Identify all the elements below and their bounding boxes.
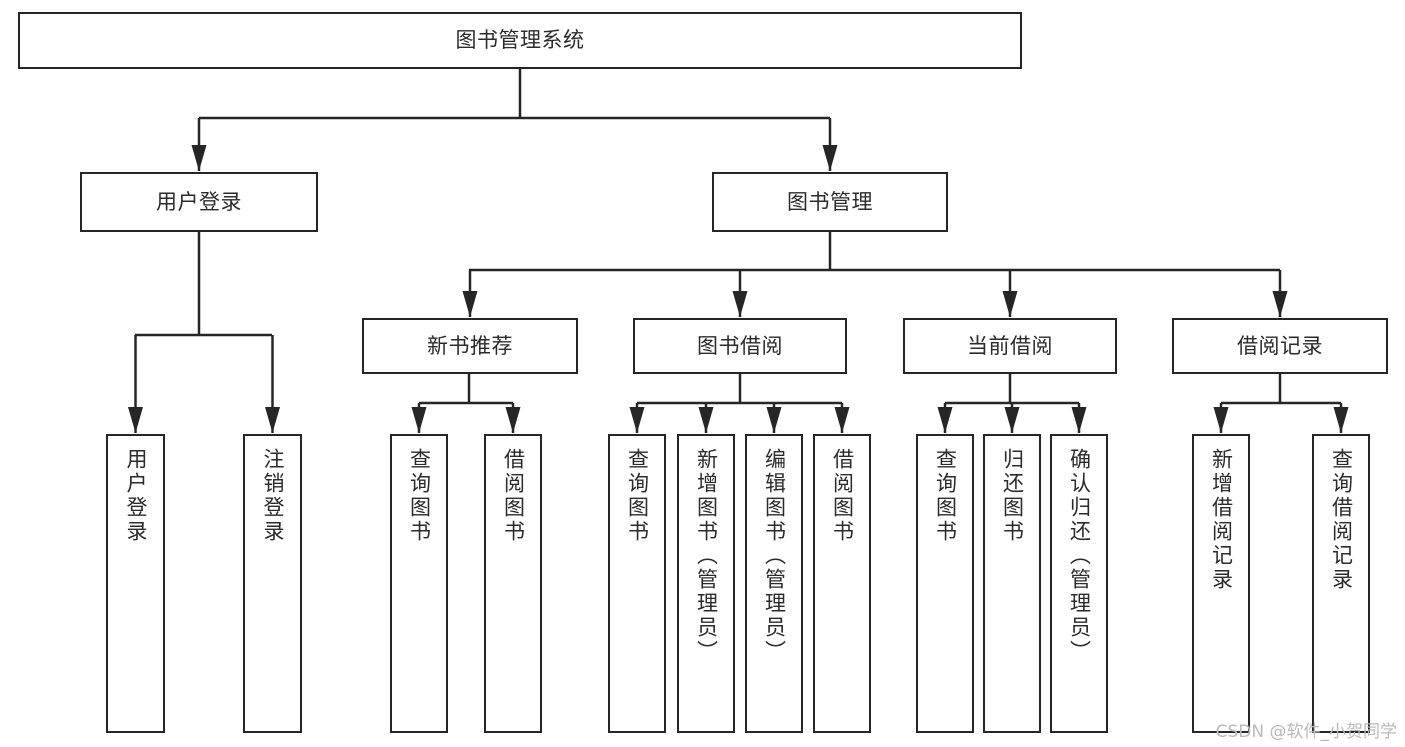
node-leaf-user-logout[interactable]: 注销登录 [243, 434, 302, 733]
node-label: 查询借阅记录 [1329, 448, 1354, 592]
node-label: 图书管理 [787, 189, 873, 214]
connector-arrowhead [766, 407, 782, 433]
node-label: 用户登录 [156, 189, 242, 214]
node-label: 当前借阅 [967, 333, 1053, 358]
node-label: 注销登录 [261, 448, 285, 544]
node-label: 确认归还（管理员） [1067, 448, 1092, 664]
node-current-borrow[interactable]: 当前借阅 [903, 318, 1117, 374]
node-leaf-query-book-borrow[interactable]: 查询图书 [608, 434, 666, 733]
connector-arrowhead [629, 407, 645, 433]
node-book-borrow[interactable]: 图书借阅 [633, 318, 847, 374]
node-leaf-edit-book-admin[interactable]: 编辑图书（管理员） [745, 434, 803, 733]
connector-arrowhead [1004, 407, 1020, 433]
connector-arrowhead [191, 145, 207, 171]
node-label: 借阅记录 [1237, 333, 1323, 358]
node-leaf-add-book-admin[interactable]: 新增图书（管理员） [677, 434, 735, 733]
node-leaf-add-borrow-record[interactable]: 新增借阅记录 [1192, 434, 1250, 733]
node-leaf-user-login[interactable]: 用户登录 [106, 434, 165, 733]
node-leaf-query-borrow-record[interactable]: 查询借阅记录 [1312, 434, 1370, 733]
node-leaf-query-book-rec[interactable]: 查询图书 [390, 434, 448, 733]
node-label: 图书管理系统 [455, 28, 585, 53]
node-label: 查询图书 [625, 448, 650, 544]
node-root[interactable]: 图书管理系统 [18, 12, 1022, 69]
connector-arrowhead [834, 407, 850, 433]
connector-arrowhead [128, 407, 143, 433]
node-book-manage[interactable]: 图书管理 [712, 172, 948, 232]
connector-arrowhead [411, 407, 427, 433]
node-label: 编辑图书（管理员） [762, 448, 787, 664]
node-leaf-query-book-current[interactable]: 查询图书 [916, 434, 974, 733]
connector-arrowhead [265, 407, 280, 433]
node-leaf-return-book[interactable]: 归还图书 [983, 434, 1041, 733]
connector-arrowhead [1071, 407, 1087, 433]
node-leaf-borrow-book[interactable]: 借阅图书 [813, 434, 871, 733]
connector-arrowhead [505, 407, 521, 433]
node-label: 查询图书 [407, 448, 432, 544]
connector-arrowhead [462, 291, 478, 317]
connector-arrowhead [822, 145, 838, 171]
connector-arrowhead [937, 407, 953, 433]
node-borrow-record[interactable]: 借阅记录 [1172, 318, 1388, 374]
node-label: 借阅图书 [501, 448, 526, 544]
node-label: 借阅图书 [830, 448, 855, 544]
node-label: 用户登录 [124, 448, 148, 544]
node-leaf-borrow-book-rec[interactable]: 借阅图书 [484, 434, 542, 733]
node-new-book-rec[interactable]: 新书推荐 [362, 318, 578, 374]
node-label: 新增图书（管理员） [694, 448, 719, 664]
connector-arrowhead [698, 407, 714, 433]
node-label: 图书借阅 [697, 333, 783, 358]
node-label: 新增借阅记录 [1209, 448, 1234, 592]
node-leaf-confirm-return-admin[interactable]: 确认归还（管理员） [1050, 434, 1108, 733]
node-user-login[interactable]: 用户登录 [80, 172, 318, 232]
connector-arrowhead [1272, 291, 1288, 317]
node-label: 归还图书 [1000, 448, 1025, 544]
connector-arrowhead [1213, 407, 1229, 433]
connector-arrowhead [732, 291, 748, 317]
csdn-watermark: CSDN @软件_小贺同学 [1215, 722, 1397, 742]
connector-arrowhead [1333, 407, 1349, 433]
connector-arrowhead [1002, 291, 1018, 317]
node-label: 新书推荐 [427, 333, 513, 358]
node-label: 查询图书 [933, 448, 958, 544]
